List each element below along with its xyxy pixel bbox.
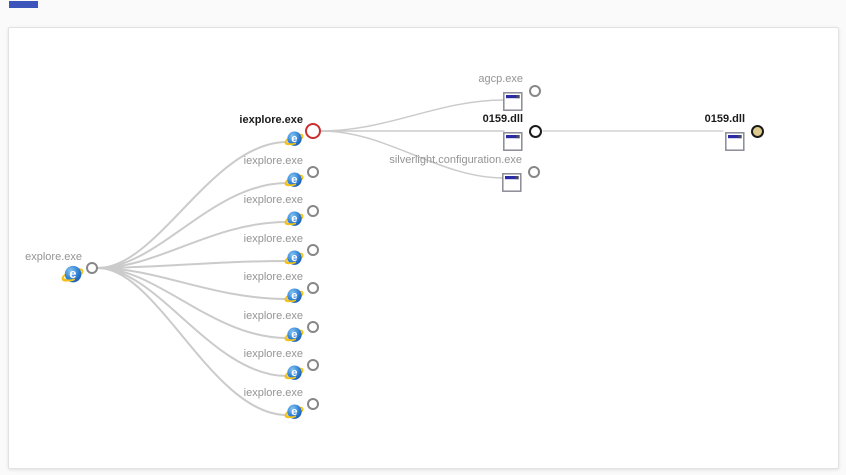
svg-text:e: e xyxy=(291,290,297,302)
svg-text:e: e xyxy=(291,406,297,418)
node-label: iexplore.exe xyxy=(243,233,303,245)
internet-explorer-icon: e xyxy=(284,129,304,149)
edge-child1-agcp xyxy=(320,99,505,132)
internet-explorer-icon: e xyxy=(284,325,304,345)
node-circle[interactable] xyxy=(529,85,541,97)
internet-explorer-icon: e xyxy=(284,286,304,306)
edge-root-child4 xyxy=(97,260,288,269)
node-circle[interactable] xyxy=(307,166,319,178)
node-circle[interactable] xyxy=(307,398,319,410)
clipped-ui-fragment xyxy=(9,1,38,8)
node-circle[interactable] xyxy=(307,282,319,294)
edge-root-child2 xyxy=(97,182,288,269)
edge-child1-silverlight xyxy=(320,130,505,179)
node-circle-selected[interactable] xyxy=(305,123,321,139)
node-label: iexplore.exe xyxy=(243,348,303,360)
node-label: agcp.exe xyxy=(478,73,523,85)
node-circle[interactable] xyxy=(86,262,98,274)
node-circle[interactable] xyxy=(307,321,319,333)
node-label: iexplore.exe xyxy=(243,271,303,283)
edge-root-child3 xyxy=(97,221,288,269)
node-label: explore.exe xyxy=(25,251,82,263)
internet-explorer-icon: e xyxy=(284,248,304,268)
svg-text:e: e xyxy=(291,133,297,145)
node-circle[interactable] xyxy=(307,205,319,217)
svg-text:e: e xyxy=(291,252,297,264)
node-circle[interactable] xyxy=(528,166,540,178)
application-window-icon xyxy=(503,132,523,152)
node-label: iexplore.exe xyxy=(243,155,303,167)
svg-text:e: e xyxy=(291,213,297,225)
node-label: iexplore.exe xyxy=(243,194,303,206)
edge-root-child8 xyxy=(97,267,288,416)
edge-root-child6 xyxy=(97,267,288,339)
edge-root-child1 xyxy=(97,141,288,269)
edge-root-child5 xyxy=(97,267,288,300)
application-window-icon xyxy=(503,92,523,112)
node-circle[interactable] xyxy=(307,244,319,256)
svg-text:e: e xyxy=(69,266,76,281)
node-label: silverlight.configuration.exe xyxy=(389,154,522,166)
internet-explorer-icon: e xyxy=(61,263,84,286)
application-window-icon xyxy=(725,132,745,152)
application-window-icon xyxy=(502,173,522,193)
graph-panel xyxy=(8,27,839,469)
node-label: 0159.dll xyxy=(704,113,745,125)
node-circle[interactable] xyxy=(307,359,319,371)
svg-text:e: e xyxy=(291,367,297,379)
node-circle-terminal[interactable] xyxy=(751,125,764,138)
node-circle-highlighted[interactable] xyxy=(529,125,542,138)
internet-explorer-icon: e xyxy=(284,363,304,383)
svg-text:e: e xyxy=(291,329,297,341)
edge-root-child7 xyxy=(97,267,288,377)
node-label: iexplore.exe xyxy=(239,114,303,126)
internet-explorer-icon: e xyxy=(284,209,304,229)
node-label: 0159.dll xyxy=(482,113,523,125)
internet-explorer-icon: e xyxy=(284,170,304,190)
node-label: iexplore.exe xyxy=(243,310,303,322)
node-label: iexplore.exe xyxy=(243,387,303,399)
svg-text:e: e xyxy=(291,174,297,186)
internet-explorer-icon: e xyxy=(284,402,304,422)
